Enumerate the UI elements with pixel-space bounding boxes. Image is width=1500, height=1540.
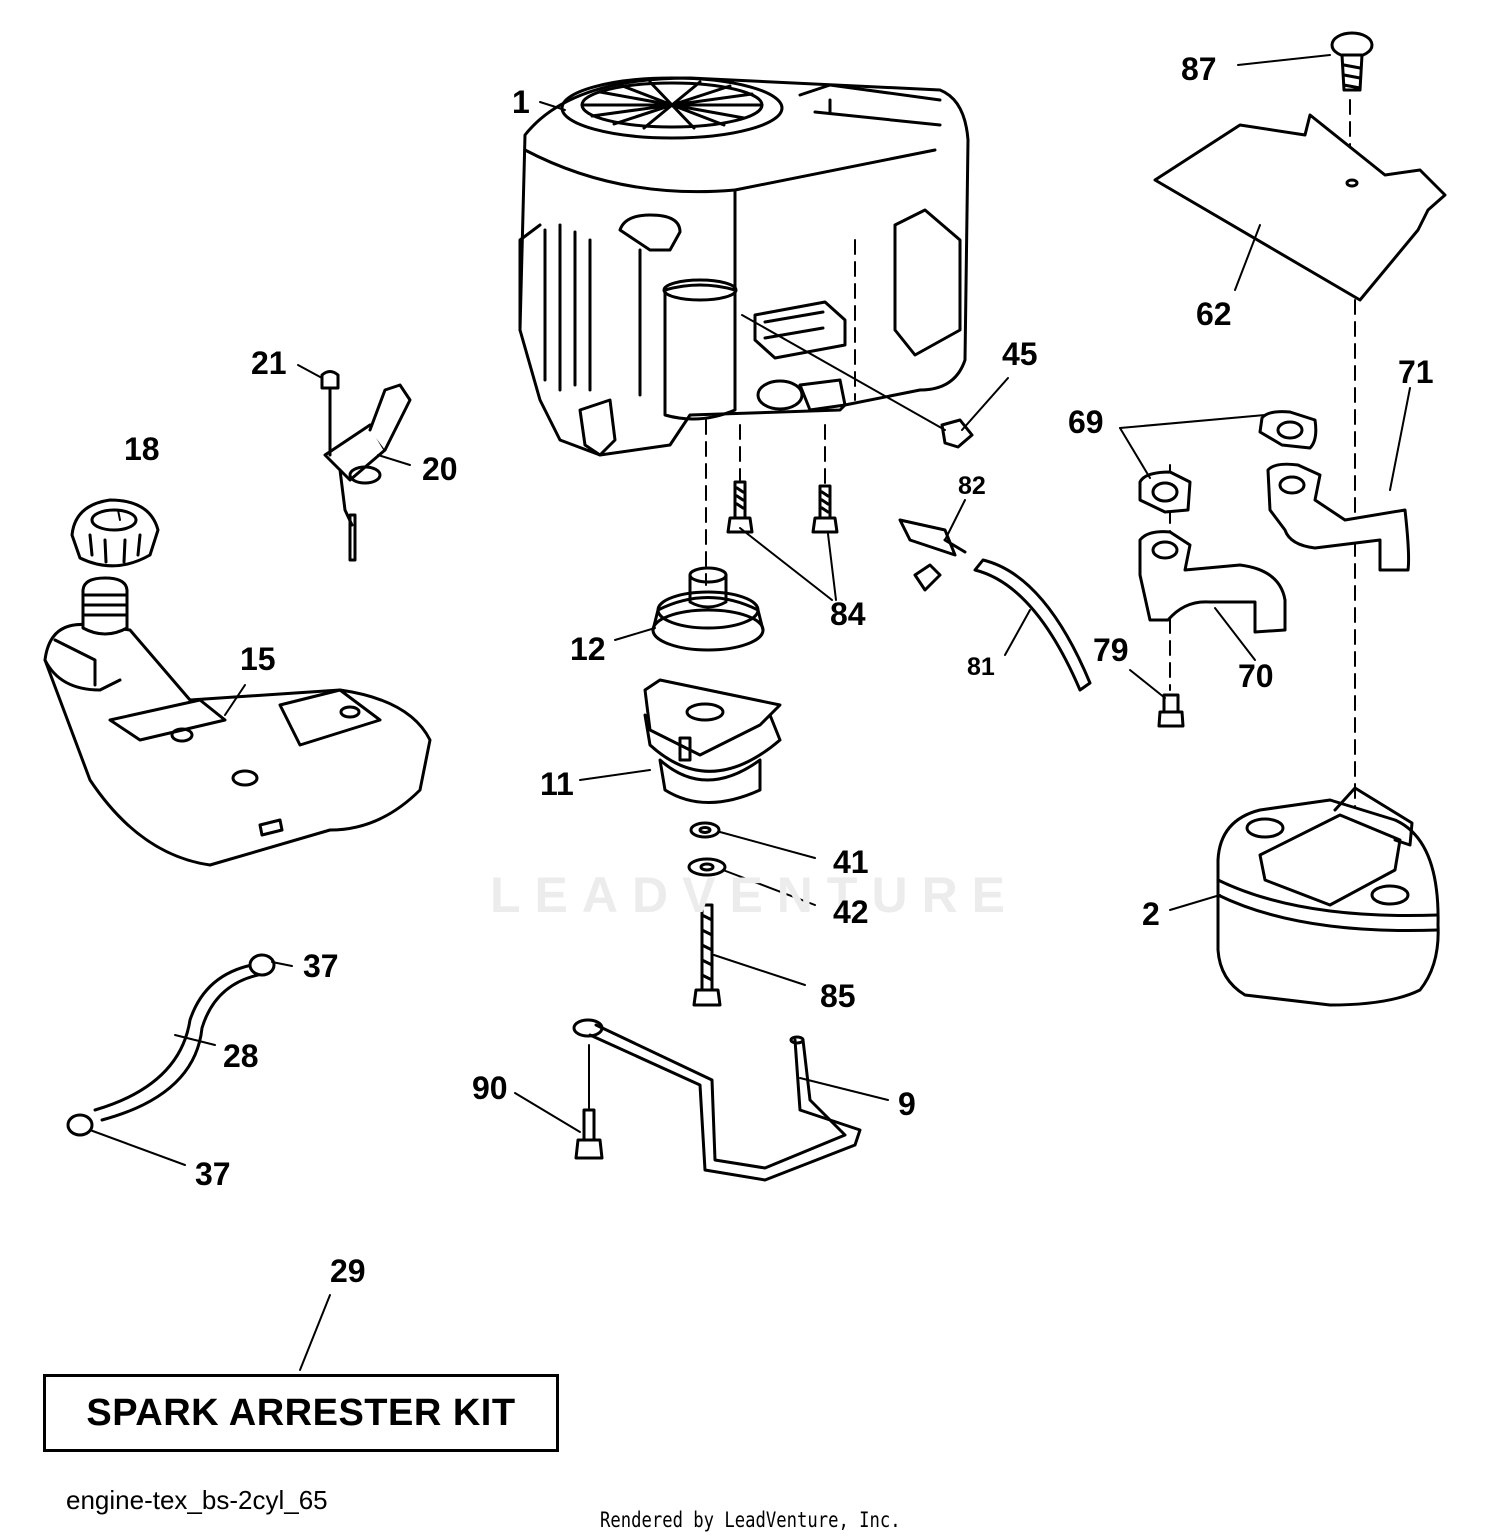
callout-84: 84 <box>830 596 866 632</box>
callout-20: 20 <box>422 451 458 487</box>
heat-shield-part <box>1153 113 1447 302</box>
watermark: LEADVENTURE <box>490 867 1020 923</box>
callout-82: 82 <box>958 472 986 500</box>
callout-69: 69 <box>1068 404 1104 440</box>
screw-87-part <box>1330 31 1374 92</box>
spark-arrester-kit-label: SPARK ARRESTER KIT <box>86 1391 516 1434</box>
leader-lines <box>89 54 1411 1371</box>
callout-28: 28 <box>223 1038 259 1074</box>
callout-18: 18 <box>124 431 160 467</box>
bolt-84-part <box>726 480 839 534</box>
callout-37-bottom: 37 <box>195 1156 231 1192</box>
callout-45: 45 <box>1002 336 1038 372</box>
washer-part <box>687 821 727 877</box>
fuel-cap-part <box>70 498 160 568</box>
callout-29: 29 <box>330 1253 366 1289</box>
fuel-hose-part <box>93 963 260 1122</box>
callout-85: 85 <box>820 978 856 1014</box>
bolt-90-part <box>574 1044 604 1160</box>
callout-90: 90 <box>472 1070 508 1106</box>
callout-9: 9 <box>898 1086 916 1122</box>
engine-part <box>518 76 970 457</box>
callout-70: 70 <box>1238 658 1274 694</box>
callout-12: 12 <box>570 631 606 667</box>
callout-42: 42 <box>833 894 869 930</box>
callout-41: 41 <box>833 844 869 880</box>
bolt-79-part <box>1157 693 1185 728</box>
hose-clamp-part <box>66 953 276 1137</box>
pulley-part <box>651 566 765 652</box>
clutch-part <box>643 678 782 804</box>
bolt-21-part <box>320 370 340 457</box>
gasket-part <box>1138 410 1318 514</box>
callout-1: 1 <box>512 84 530 120</box>
diagram-id: engine-tex_bs-2cyl_65 <box>66 1485 328 1515</box>
callout-11: 11 <box>540 766 574 802</box>
callout-15: 15 <box>240 641 276 677</box>
render-credit: Rendered by LeadVenture, Inc. <box>600 1508 901 1532</box>
callout-21: 21 <box>251 345 287 381</box>
callout-81: 81 <box>967 653 995 681</box>
fuel-tank-part <box>43 576 432 867</box>
fuel-valve-part <box>898 518 967 592</box>
drain-hose-part <box>973 558 1092 692</box>
callout-71: 71 <box>1398 354 1434 390</box>
bracket-rod-part <box>572 1018 862 1182</box>
bolt-85-part <box>692 903 722 1007</box>
callout-37-top: 37 <box>303 948 339 984</box>
throttle-control-part <box>323 383 412 562</box>
exhaust-pipe-part <box>1138 462 1411 634</box>
callout-2: 2 <box>1142 896 1160 932</box>
callout-79: 79 <box>1093 632 1129 668</box>
callout-62: 62 <box>1196 296 1232 332</box>
spark-arrester-kit-box: SPARK ARRESTER KIT <box>43 1374 559 1452</box>
callout-87: 87 <box>1181 51 1217 87</box>
muffler-part <box>1216 786 1440 1007</box>
